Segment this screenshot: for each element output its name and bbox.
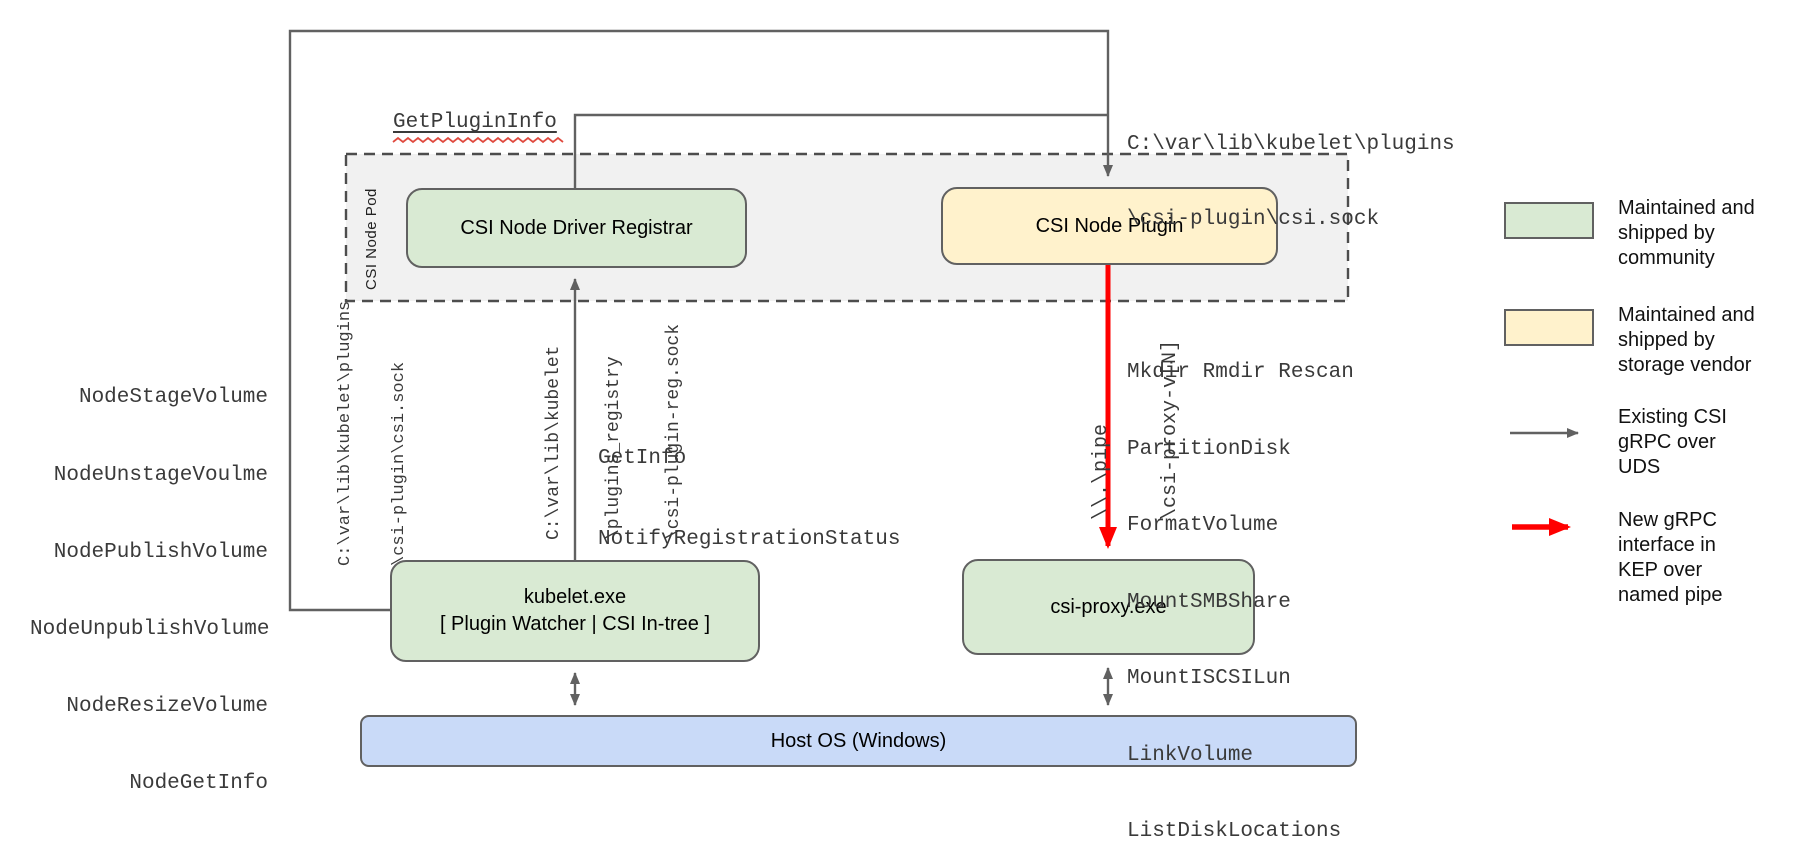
registry-sock-line3: \csi-plugin-reg.sock [664,323,684,540]
legend-line: storage vendor [1618,354,1752,376]
node-method-item: NodeStageVolume [78,386,268,410]
get-plugin-info-label: GetPluginInfo [393,111,557,134]
proxy-method-item: ListDiskLocations [1127,820,1342,842]
node-csi-proxy: csi-proxy.exe [962,559,1255,655]
csi-sock-path-line2: \csi-plugin\csi.sock [1127,208,1380,231]
legend-line: Maintained and [1618,197,1755,219]
node-method-item: NodeGetInfo [129,771,268,795]
legend-vendor-text: Maintained and shipped by storage vendor [1618,303,1818,378]
named-pipe-path-label: \\.\pipe \csi-proxy-v[N] [1044,340,1228,520]
node-csi-node-plugin: CSI Node Plugin [941,187,1278,265]
plugin-label: CSI Node Plugin [1035,214,1184,237]
node-csi-node-driver-registrar: CSI Node Driver Registrar [406,188,747,268]
registrar-call-item: GetInfo [598,447,687,470]
proxy-method-item: PartitionDisk [1127,437,1291,461]
csi-proxy-label: csi-proxy.exe [1050,595,1167,618]
csi-sock-rot-line2: \csi-plugin\csi.sock [390,361,409,566]
csi-sock-path-label: C:\var\lib\kubelet\plugins \csi-plugin\c… [1127,82,1455,282]
registrar-calls-label: GetInfo NotifyRegistrationStatus [598,391,900,607]
legend-line: named pipe [1618,584,1723,606]
legend-line: New gRPC [1618,509,1717,531]
csi-sock-rot-line1: C:\var\lib\kubelet\plugins [336,300,355,566]
pipe-line1: \\.\pipe [1090,423,1113,520]
node-kubelet: kubelet.exe [ Plugin Watcher | CSI In-tr… [390,560,760,662]
legend-line: interface in [1618,534,1716,556]
csi-sock-path-rotated-label: C:\var\lib\kubelet\plugins \csi-plugin\c… [301,301,445,566]
legend-line: shipped by [1618,329,1715,351]
csi-sock-path-line1: C:\var\lib\kubelet\plugins [1127,133,1455,156]
proxy-method-item: MountSMBShare [1127,590,1291,614]
proxy-method-item: Mkdir Rmdir Rescan [1127,361,1354,384]
proxy-method-item: MountISCSILun [1127,667,1291,690]
host-os-label: Host OS (Windows) [770,729,947,752]
node-method-item: NodeResizeVolume [66,694,268,718]
legend-line: shipped by [1618,222,1715,244]
registrar-call-item: NotifyRegistrationStatus [598,528,901,551]
kubelet-to-plugin-uds-line [288,29,1113,612]
registrar-label: CSI Node Driver Registrar [460,216,693,239]
legend-line: gRPC over [1618,431,1716,453]
registrar-to-plugin-line [573,113,1108,188]
legend-line: Maintained and [1618,304,1755,326]
node-methods-list: NodeStageVolume NodeUnstageVoulme NodePu… [30,334,270,842]
node-method-item: NodePublishVolume [53,540,268,564]
proxy-method-item: LinkVolume [1127,743,1254,767]
proxy-method-item: FormatVolume [1127,514,1279,537]
registry-sock-path-label: C:\var\lib\kubelet \plugins_registry \cs… [504,324,724,540]
legend-community-text: Maintained and shipped by community [1618,196,1818,271]
registry-sock-line1: C:\var\lib\kubelet [544,345,564,540]
proxy-methods-list: Mkdir Rmdir Rescan PartitionDisk FormatV… [1127,309,1354,842]
kubelet-label-line1: kubelet.exe [523,586,627,608]
legend-pipe-text: New gRPC interface in KEP over named pip… [1618,508,1818,608]
legend-community-swatch [1504,202,1594,239]
legend-line: community [1618,247,1715,269]
node-method-item: NodeUnstageVoulme [53,463,268,487]
csi-node-pod-label: CSI Node Pod [363,188,380,290]
legend-line: UDS [1618,456,1661,478]
spellcheck-squiggle [392,136,564,144]
legend-vendor-swatch [1504,309,1594,346]
node-host-os: Host OS (Windows) [360,715,1357,767]
pipe-line2: \csi-proxy-v[N] [1159,339,1182,520]
legend-line: KEP over [1618,559,1703,581]
kubelet-label-line2: [ Plugin Watcher | CSI In-tree ] [439,613,711,635]
legend-uds-text: Existing CSI gRPC over UDS [1618,405,1818,480]
node-method-item: NodeUnpublishVolume [30,617,270,641]
legend-line: Existing CSI [1618,406,1727,428]
registry-sock-line2: \plugins_registry [604,356,624,540]
